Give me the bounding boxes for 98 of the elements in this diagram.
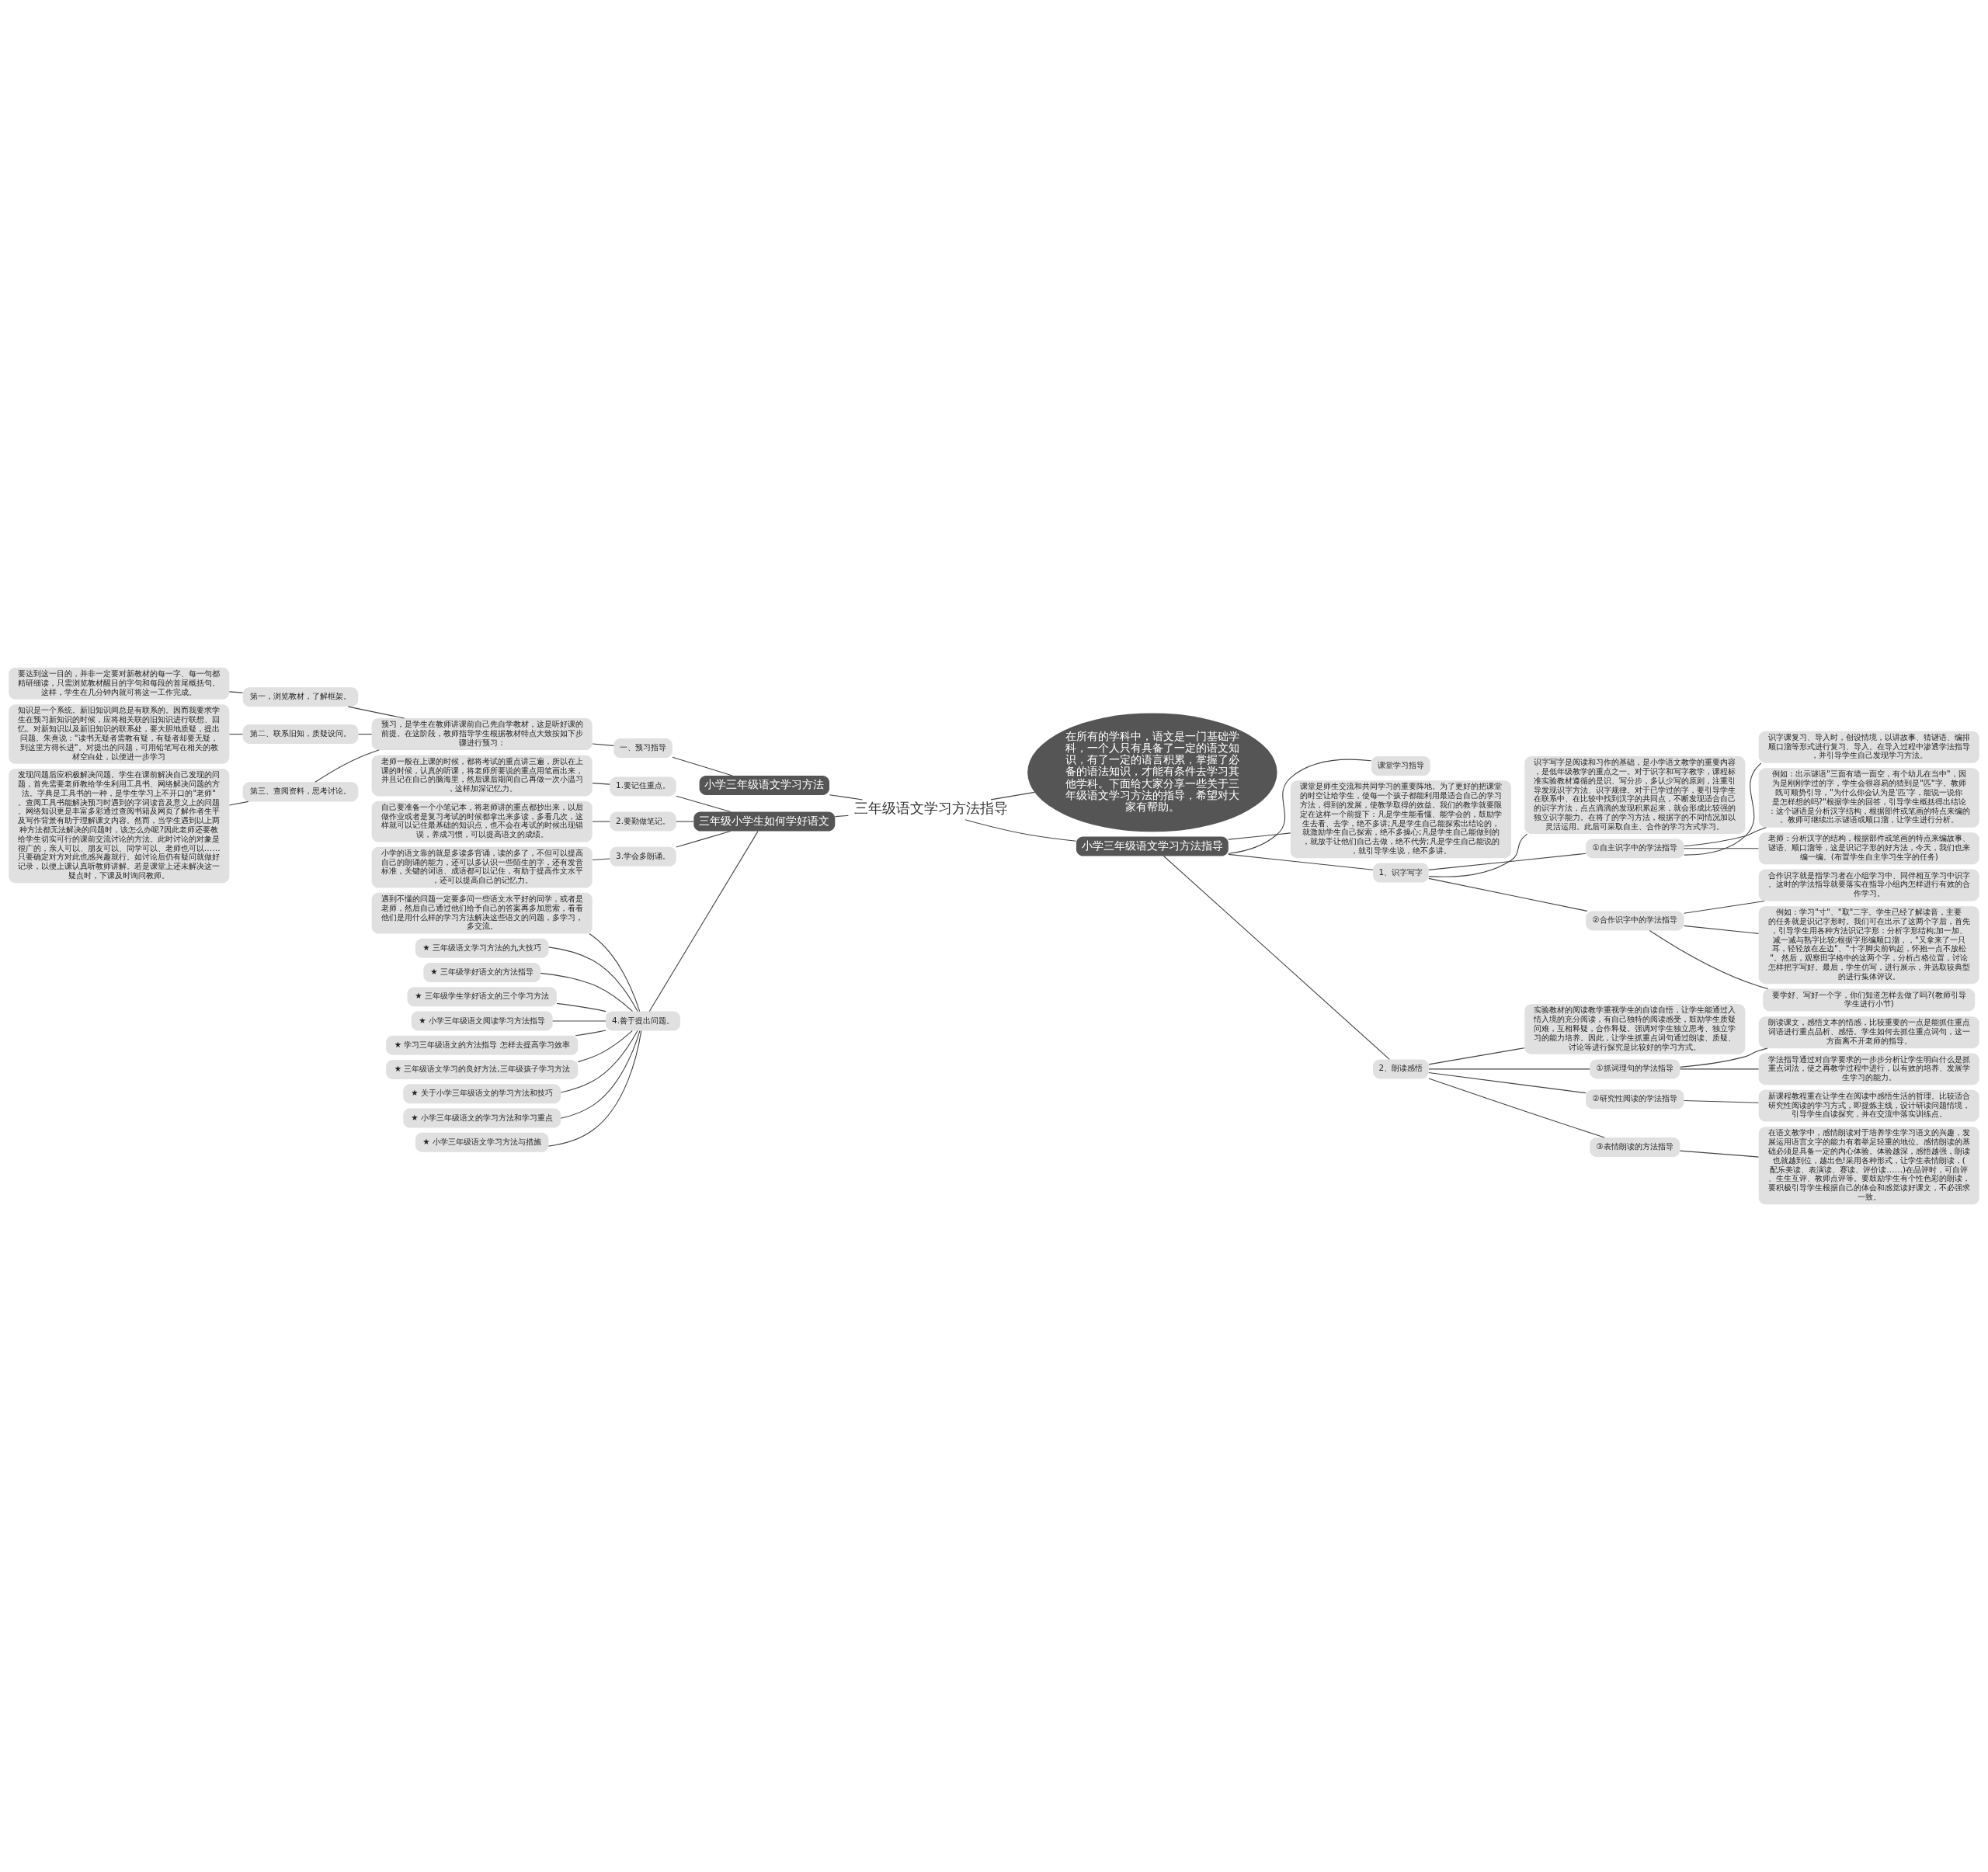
node-box: ★ 三年级语文学习方法的九大技巧	[415, 938, 549, 958]
connector	[548, 946, 638, 1012]
node-box: 3.学会多朗诵。	[610, 846, 676, 867]
connector	[1428, 853, 1587, 870]
node-box: 2、朗读感悟	[1373, 1059, 1429, 1079]
node-box: ★ 三年级语文学习的良好方法,三年级孩子学习方法	[386, 1060, 579, 1080]
node-box: 学法指导通过对自学要求的一步步分析让学生明白什么是抓重点词法，使之再教学过程中进行，以有效的培养、发展学生学习的能力。	[1758, 1053, 1979, 1085]
connector	[1649, 929, 1769, 989]
node-box: 自己要准备一个小笔记本，将老师讲的重点都抄出来，以后做作业或者是复习考试的时候都拿出来多读，多看几次，这样就可以记住最基础的知识点，也不会在考试的时候出现错误，养成习惯，可以提高语文的成绩。	[371, 801, 593, 842]
node-box: 要达到这一目的，并非一定要对新教材的每一字、每一句都精研细读，只需浏览教材醒目的字句和每段的首尾概括句。这样，学生在几分钟内就可将这一工作完成。	[9, 667, 230, 700]
node-box: 第一，浏览教材，了解框架。	[242, 687, 359, 707]
node-box: ★ 三年级学好语文的方法指导	[423, 963, 541, 983]
connector	[1428, 1078, 1605, 1138]
connector	[560, 1030, 638, 1093]
connector	[1683, 925, 1759, 934]
connector	[835, 814, 849, 818]
connector	[577, 1030, 633, 1063]
connector	[1228, 759, 1372, 854]
connector	[990, 791, 1035, 801]
connector	[1679, 1150, 1760, 1158]
node-box: 2.要勤做笔记。	[610, 811, 676, 832]
connector	[1228, 853, 1374, 870]
connector	[1228, 832, 1291, 840]
node-box: 1、识字写字	[1373, 863, 1429, 883]
node-box: 三年级小学生如何学好语文	[693, 811, 836, 832]
connector	[1684, 827, 1767, 847]
connector	[1428, 833, 1528, 877]
node-box: 识字课复习、导入时，创设情境，以讲故事、猜谜语、编排顺口溜等形式进行复习、导入。在导入过程中渗透学法指导，并引导学生自己发现学习方法。	[1758, 731, 1979, 763]
connector	[1428, 1071, 1587, 1094]
node-box: 知识是一个系统。新旧知识间总是有联系的。因而我要求学生在预习新知识的时候，应将相关联的旧知识进行联想、回忆。对新知识以及新旧知识的联系处，要大胆地质疑，提出问题。朱熹说："读书无疑者需教有疑，有疑者却要无疑，到这里方得长进"。对提出的问题，可用铅笔写在相关的教材空白处，以便进一步学习	[9, 704, 230, 764]
connector	[672, 756, 733, 776]
connector	[315, 749, 380, 783]
connector	[347, 706, 405, 719]
node-box: 朗读课文，感悟文本的情感，比较重要的一点是能抓住重点词语进行重点品析、感悟。学生如何去抓住重点词句，这一方面离不开老师的指导。	[1758, 1016, 1979, 1049]
connector	[676, 821, 694, 822]
node-box: ★ 关于小学三年级语文的学习方法和技巧	[403, 1084, 561, 1104]
connector	[1428, 1068, 1590, 1070]
node-box: ★ 小学三年级语文的学习方法和学习重点	[403, 1108, 561, 1128]
node-box: ②合作识字中的学法指导	[1586, 911, 1684, 931]
node-box: 小学三年级语文学习方法指导	[1076, 836, 1229, 856]
connector	[964, 819, 1077, 842]
connector	[589, 933, 641, 1012]
node-box: 实验教材的阅读教学重视学生的自读自悟，让学生能通过入情入境的充分阅读，有自己独特的阅读感受，鼓励学生质疑问难，互相释疑，合作释疑。强调对学生独立思考、独立学习的能力培养。因此，让学生抓重点词句通过朗读、质疑、讨论等进行探究是比较好的学习方式。	[1524, 1004, 1746, 1054]
node-box: 老师一般在上课的时候，都将考试的重点讲三遍，所以在上课的时候，认真的听课，将老师所要说的重点用笔画出来，并且记在自己的脑海里，然后课后期间自己再做一次小温习，这样加深记忆力。	[371, 755, 593, 797]
node-box: 识字写字是阅读和习作的基础，是小学语文教学的重要内容，是低年级教学的重点之一。对于识字和写字教学，课程标准实验教材遵循的是识、写分步，多认少写的原则，注重引导发现识字方法、识字规律。对于已学过的字，要引导学生在联系中、在比较中找到汉字的共同点，不断发现适合自己的识字方法，点点滴滴的发现积累起来，就会形成比较强的独立识字能力。在将了的学习方法，根据字的不同情况加以灵活运用。此后可采取自主、合作的学习方式学习。	[1524, 756, 1746, 835]
node-box: 合作识字就是指学习者在小组学习中、同伴相互学习中识字。这时的学法指导就要落实在指导小组内怎样进行有效的合作学习。	[1758, 869, 1979, 901]
connector	[676, 795, 732, 813]
connector	[676, 831, 732, 848]
node-box: ★ 小学三年级语文阅读学习方法指导	[411, 1011, 553, 1031]
node-box: ①抓词理句的学法指导	[1590, 1059, 1680, 1079]
node-box: 4.善于提出问题。	[606, 1011, 680, 1031]
connector	[540, 972, 634, 1012]
node-box: ①自主识字中的学法指导	[1586, 839, 1684, 859]
connector	[1683, 848, 1759, 849]
node-box: 第二、联系旧知，质疑设问。	[242, 724, 359, 745]
connector	[547, 1030, 642, 1147]
node-box: 在语文教学中，感情朗读对于培养学生学习语文的兴趣，发展运用语言文字的能力有着举足轻重的地位。感情朗读的基础必须是具备一定的内心体验。体验越深，感悟越强，朗读也就越到位，越出色!采用各种形式，让学生表情朗读，(配乐美读、表演读、赛读、评价读……)在品评时，可自评、生生互评、教师点评等。要鼓励学生有个性色彩的朗读，要积极引导学生根据自己的体会和感觉读好课文，不必强求一致。	[1758, 1127, 1979, 1205]
node-box: 预习，是学生在教师讲课前自己先自学教材，这是听好课的前提。在这阶段，教师指导学生根据教材特点大致按如下步骤进行预习：	[371, 718, 593, 751]
node-box: 新课程教程重在让学生在阅读中感悟生活的哲理。比较适合研究性阅读的学习方式，即提炼主线，设计研读问题情境，引导学生自读探究，并在交流中落实训练点。	[1758, 1089, 1979, 1122]
connector	[1683, 1099, 1759, 1103]
connector	[592, 858, 610, 861]
node-box: ③表情朗读的方法指导	[1590, 1137, 1680, 1158]
node-box: 例如：学习"寸"、"取"二字。学生已经了解读音，主要的任务就是识记字形时。我们可在出示了这两个字后，首先，引导学生用各种方法识记字形：分析字形结构;加一加、减一减与熟字比较;根据字形编顺口溜，，"又拿来了一只耳，轻轻放在左边"、"十字脚尖前钩起，怀抱一点不放松"。然后，观察田字格中的这两个字，分析占格位置，讨论怎样把字写好。最后，学生仿写，进行展示，并选取较典型的进行集体评议。	[1758, 906, 1979, 985]
node-box: 课堂学习指导	[1371, 756, 1430, 776]
connector	[1679, 1047, 1768, 1068]
connector	[1683, 900, 1765, 914]
connector	[1679, 1068, 1760, 1070]
node-ellipse: 在所有的学科中，语文是一门基础学科，一个人只有具备了一定的语文知识，有了一定的语言积累，掌握了必备的语法知识，才能有条件去学习其他学科。下面给大家分享一些关于三年级语文学习方法的指导，希望对大家有帮助。	[1027, 713, 1277, 832]
node-box: 小学的语文靠的就是多读多背诵，读的多了，不但可以提高自己的朗诵的能力，还可以多认识一些陌生的字，还有发音标准，关键的词语、成语都可以记住，有助于提高作文水平，还可以提高自己的记忆力。	[371, 846, 593, 888]
node-box: 第三、查阅资料，思考讨论。	[242, 782, 359, 802]
node-box: 1.要记住重点。	[610, 776, 676, 797]
connector	[592, 821, 610, 822]
node-box: 发现问题后应积极解决问题。学生在课前解决自己发现的问题，首先需要老师教给学生利用工具书、网络解决问题的方法。字典是工具书的一种，是学生学习上不开口的"老师"。查阅工具书能解决预习时遇到的字词读音及意义上的问题。网络知识更是丰富多彩通过查阅书籍及网页了解作者生平及写作背景有助于理解课文内容。然而，当学生遇到以上两种方法都无法解决的问题时，该怎么办呢?因此老师还要教给学生切实可行的课前交流讨论的方法。此时讨论的对象是很广的，亲人可以、朋友可以、同学可以、老师也可以……只要确定对方对此也感兴趣就行。如讨论后仍有疑问就做好记录，以便上课认真听教师讲解。若是课堂上还未解决这一疑点时，下课及时询问教师。	[9, 769, 230, 884]
connector	[592, 743, 614, 746]
node-box: ②研究性阅读的学法指导	[1586, 1089, 1684, 1110]
node-box: 要学好、写好一个字，你们知道怎样去做了吗?(教师引导学生进行小节)	[1763, 988, 1976, 1012]
connector	[1428, 1047, 1525, 1065]
node-box: 小学三年级语文学习方法	[699, 776, 829, 796]
node-box: 一、预习指导	[613, 738, 673, 759]
connector	[1684, 762, 1762, 856]
connector	[1428, 877, 1588, 912]
node-box: ★ 学习三年级语文的方法指导 怎样去提高学习效率	[386, 1035, 579, 1055]
connector	[556, 1002, 606, 1012]
connector	[592, 783, 610, 785]
node-box: 老师：分析汉字的结构，根据部件或笔画的特点来编故事、谜语、顺口溜等，这是识记字形的好方法，今天，我们也来编一编。(布置学生自主学习生字的任务)	[1758, 832, 1979, 865]
connector	[1163, 856, 1390, 1060]
node-box: 课堂是师生交流和共同学习的重要阵地。为了更好的把课堂的时空让给学生，使每一个孩子都能利用最适合自己的学习方法，得到的发展，使教学取得的效益。我们的教学就要限定在这样一个前提下：凡是学生能看懂、能学会的，鼓励学生去看、去学，绝不多讲;凡是学生自己能探索出结论的，就激励学生自己探索，绝不多操心;凡是学生自己能做到的，就放手让他们自己去做，绝不代劳;凡是学生自己能说的，就引导学生说，绝不多讲。	[1290, 780, 1511, 859]
node-box: ★ 小学三年级语文学习方法与措施	[415, 1132, 549, 1152]
connector	[228, 801, 249, 806]
node-box: 遇到不懂的问题一定要多问一些语文水平好的同学，或者是老师，然后自己通过他们给予自己的答案再多加思索，看看他们是用什么样的学习方法解决这些语文的问题，多学习，多交流。	[371, 892, 593, 934]
node-box: ★ 三年级学生学好语文的三个学习方法	[407, 987, 557, 1007]
connector	[648, 831, 759, 1012]
connector	[228, 691, 244, 693]
connector	[575, 1030, 606, 1037]
connector	[560, 1030, 641, 1119]
node-text: 三年级语文学习方法指导	[854, 800, 1009, 817]
connector	[829, 794, 864, 801]
node-box: 例如：出示谜语"三面有墙一面空，有个幼儿在当中"，因为是刚刚学过的字，学生会很容易的猜到是"匹"字。教师既可顺势引导，"为什么你会认为是‘匹’字，能说一说你是怎样想的吗?"根据学生的回答，引导学生概括得出结论：这个谜语是分析汉字结构，根据部件或笔画的特点来编的。教师可继续出示谜语或顺口溜，让学生进行分析。	[1758, 768, 1979, 828]
